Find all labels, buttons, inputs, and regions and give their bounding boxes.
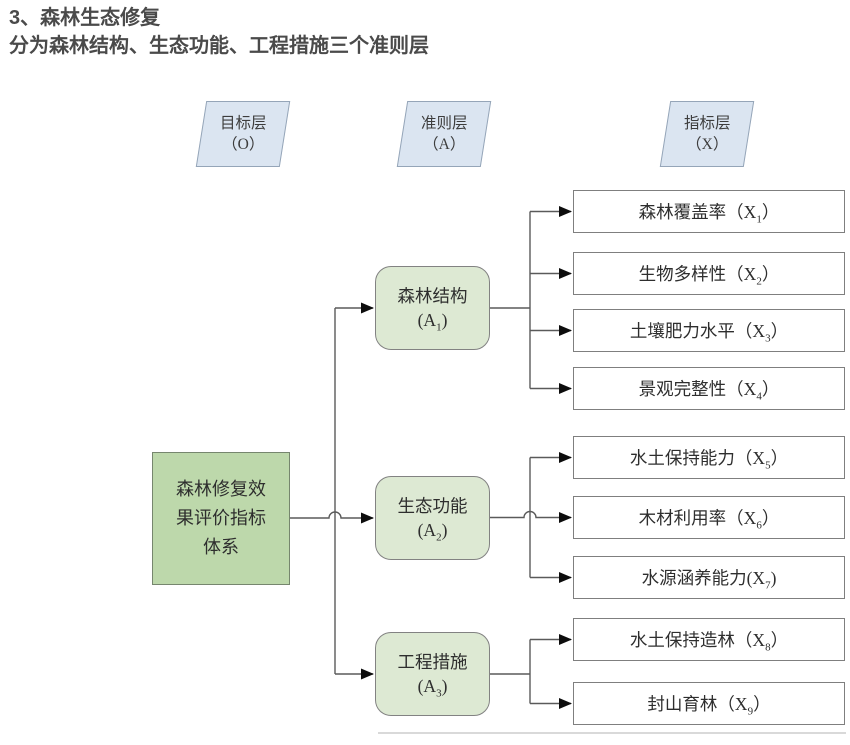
layer-label-indicator-text: 指标层 （X） [683,115,731,153]
indicator-label: 封山育林（X9） [647,694,771,718]
page-title: 3、森林生态修复 [9,7,161,29]
criterion-label: 森林结构 [397,286,468,306]
indicator-label: 土壤肥力水平（X3） [629,321,789,345]
indicator-label: 水源涵养能力(X7) [641,568,777,592]
criterion-label: 工程措施 [397,652,468,672]
indicator-box-x3: 土壤肥力水平（X3） [573,309,845,352]
criterion-label: 生态功能 [397,496,468,516]
indicator-box-x9: 封山育林（X9） [573,682,845,725]
indicator-label: 水土保持能力（X5） [629,448,789,472]
indicator-label: 水土保持造林（X8） [629,630,789,654]
page-subtitle: 分为森林结构、生态功能、工程措施三个准则层 [9,35,429,57]
criterion-code: (A3) [417,676,448,700]
indicator-box-x7: 水源涵养能力(X7) [573,556,845,599]
criterion-code: (A2) [417,520,448,544]
indicator-box-x8: 水土保持造林（X8） [573,618,845,661]
criterion-box-a2: 生态功能 (A2) [375,476,490,560]
criterion-box-a3: 工程措施 (A3) [375,632,490,716]
page-header: 3、森林生态修复 分为森林结构、生态功能、工程措施三个准则层 [9,4,429,60]
layer-label-goal-text: 目标层 （O） [219,115,267,153]
indicator-label: 生物多样性（X2） [638,264,780,288]
layer-label-criteria-text: 准则层 （A） [420,115,468,153]
goal-box-label: 森林修复效果评价指标体系 [176,479,266,557]
goal-box: 森林修复效果评价指标体系 [152,452,290,585]
layer-label-indicator: 指标层 （X） [659,101,755,167]
indicator-box-x5: 水土保持能力（X5） [573,436,845,479]
indicator-label: 景观完整性（X4） [638,379,780,403]
indicator-label: 森林覆盖率（X1） [638,202,780,226]
indicator-box-x4: 景观完整性（X4） [573,367,845,410]
criterion-box-a1: 森林结构 (A1) [375,266,490,350]
layer-label-criteria: 准则层 （A） [396,101,492,167]
indicator-box-x2: 生物多样性（X2） [573,252,845,295]
indicator-label: 木材利用率（X6） [638,508,780,532]
indicator-box-x6: 木材利用率（X6） [573,496,845,539]
criterion-code: (A1) [417,310,448,334]
layer-label-goal: 目标层 （O） [195,101,291,167]
indicator-box-x1: 森林覆盖率（X1） [573,190,845,233]
